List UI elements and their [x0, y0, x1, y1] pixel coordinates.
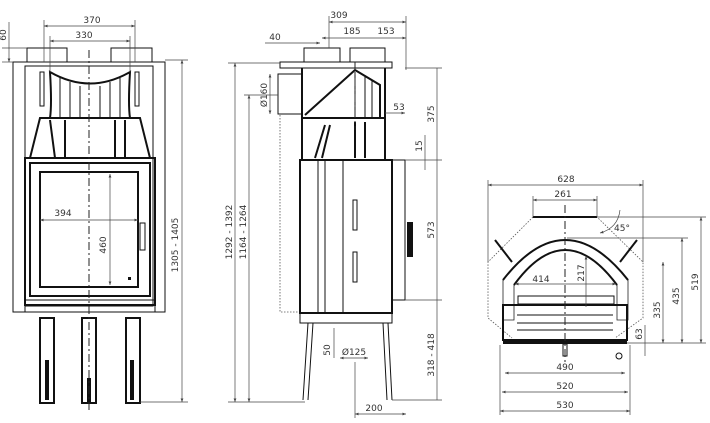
dim-520: 520 — [556, 382, 573, 392]
dim-261: 261 — [554, 190, 571, 200]
dim-200: 200 — [365, 404, 382, 414]
dim-573: 573 — [427, 221, 437, 238]
dim-330: 330 — [75, 31, 92, 41]
dim-435: 435 — [672, 287, 682, 304]
dim-628: 628 — [557, 175, 574, 185]
dim-394: 394 — [54, 209, 71, 219]
dim-40: 40 — [269, 33, 281, 43]
front-view: 370 330 60 394 460 1305 - 1405 — [0, 16, 188, 410]
dim-530: 530 — [556, 401, 573, 411]
side-body — [277, 47, 413, 401]
dim-1292-1392: 1292 - 1392 — [225, 205, 235, 260]
dim-60: 60 — [0, 29, 9, 41]
dim-45-degrees: 45° — [614, 224, 630, 234]
front-dimensions: 370 330 60 394 460 1305 - 1405 — [0, 16, 188, 403]
dim-309: 309 — [330, 11, 347, 21]
dim-d125: Ø125 — [342, 347, 366, 358]
dim-217: 217 — [577, 264, 587, 281]
front-legs — [39, 317, 141, 404]
plan-dimensions: 628 261 45° 414 217 335 435 519 63 490 5… — [487, 175, 706, 415]
dim-1305-1405: 1305 - 1405 — [171, 218, 181, 273]
dim-414: 414 — [532, 275, 549, 285]
dim-460: 460 — [99, 236, 109, 253]
dim-519: 519 — [691, 273, 701, 290]
dim-370: 370 — [83, 16, 100, 26]
plan-view: 628 261 45° 414 217 335 435 519 63 490 5… — [487, 175, 706, 415]
dim-63: 63 — [635, 328, 645, 339]
dim-185: 185 — [343, 27, 360, 37]
dim-50: 50 — [323, 344, 333, 356]
dim-153: 153 — [377, 27, 394, 37]
side-dimensions: 309 185 153 40 1292 - 1392 1164 - 1264 Ø… — [225, 11, 442, 418]
dim-318-418: 318 - 418 — [427, 333, 437, 377]
dim-d160: Ø160 — [259, 83, 270, 108]
dim-53: 53 — [393, 103, 404, 113]
side-view: 309 185 153 40 1292 - 1392 1164 - 1264 Ø… — [225, 11, 442, 418]
dim-1164-1264: 1164 - 1264 — [239, 204, 249, 259]
dim-335: 335 — [653, 301, 663, 318]
dim-15: 15 — [415, 140, 425, 151]
dim-490: 490 — [556, 363, 573, 373]
dim-375: 375 — [427, 105, 437, 122]
